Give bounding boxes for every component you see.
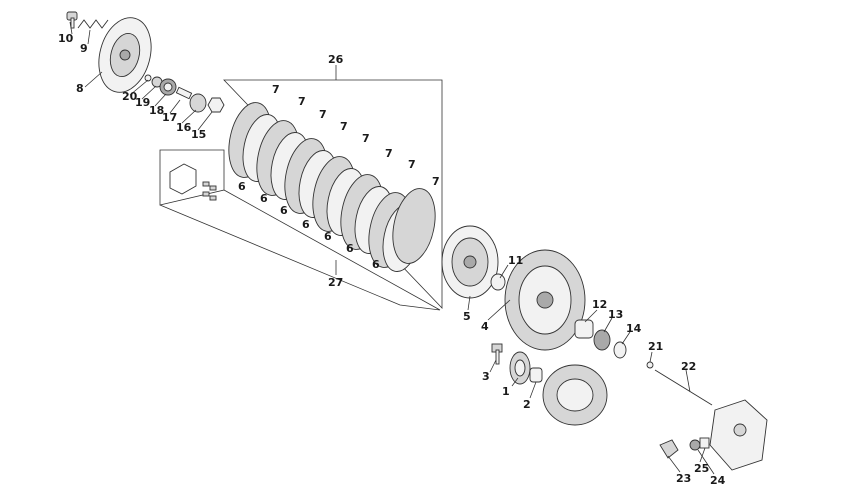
callout-25: 25	[694, 462, 709, 475]
callout-6d: 6	[302, 218, 310, 231]
pressure-plate-8	[98, 17, 152, 93]
crankcase-section	[709, 399, 768, 471]
callout-7d: 7	[340, 120, 348, 133]
callout-7f: 7	[385, 147, 393, 160]
ball-21	[646, 361, 654, 369]
callout-21: 21	[648, 340, 663, 353]
callout-24: 24	[710, 474, 726, 487]
callout-17: 17	[162, 111, 177, 124]
callout-6f: 6	[346, 242, 354, 255]
callout-23: 23	[676, 472, 691, 485]
nut-15	[207, 97, 225, 113]
callout-11: 11	[508, 254, 523, 267]
callout-7b: 7	[298, 95, 306, 108]
callout-7e: 7	[362, 132, 370, 145]
group-27-bracket	[159, 149, 441, 311]
washer-11	[490, 273, 506, 291]
callout-7c: 7	[319, 108, 327, 121]
callout-10: 10	[58, 32, 74, 45]
needle-bearing-13	[593, 329, 611, 351]
callout-20: 20	[122, 90, 138, 103]
rod-17	[175, 86, 193, 100]
bolt-3	[491, 343, 503, 365]
callout-1: 1	[502, 385, 510, 398]
spring-9	[77, 19, 109, 29]
callout-6e: 6	[324, 230, 332, 243]
callout-6a: 6	[238, 180, 246, 193]
callout-9: 9	[80, 42, 88, 55]
clutch-basket-4	[504, 249, 586, 351]
callout-18: 18	[149, 104, 164, 117]
callout-7g: 7	[408, 158, 416, 171]
callout-13: 13	[608, 308, 623, 321]
seal-24	[689, 439, 701, 451]
callouts: 10 9 8 20 19 18 17 16 15 26 7 7 7 7 7 7 …	[58, 32, 726, 487]
callout-5: 5	[463, 310, 471, 323]
callout-4: 4	[481, 320, 489, 333]
callout-14: 14	[626, 322, 642, 335]
callout-8: 8	[76, 82, 84, 95]
gear-1	[509, 351, 531, 385]
callout-2: 2	[523, 398, 531, 411]
bushing-25	[699, 437, 710, 449]
callout-12: 12	[592, 298, 607, 311]
callout-6c: 6	[280, 204, 288, 217]
leader-lines	[69, 21, 715, 475]
callout-15: 15	[191, 128, 206, 141]
bearing-18	[159, 78, 177, 96]
washer-14	[613, 341, 627, 359]
bushing-12	[574, 319, 594, 339]
callout-6g: 6	[372, 258, 380, 271]
lever-23	[659, 439, 679, 459]
gasket-kit	[169, 163, 217, 201]
friction-plate-7	[392, 188, 436, 264]
lifter-16	[189, 93, 207, 113]
primary-gear-housing	[542, 364, 608, 426]
callout-16: 16	[176, 121, 192, 134]
push-rod-22	[654, 369, 713, 406]
callout-27: 27	[328, 276, 343, 289]
callout-6b: 6	[260, 192, 268, 205]
callout-22: 22	[681, 360, 696, 373]
callout-19: 19	[135, 96, 150, 109]
callout-26: 26	[328, 53, 344, 66]
bolt-10	[66, 11, 78, 29]
callout-3: 3	[482, 370, 490, 383]
inner-hub-5	[441, 225, 499, 299]
spacer-2	[529, 367, 543, 383]
callout-7h: 7	[432, 175, 440, 188]
plate-stack	[228, 102, 436, 272]
washer-20	[144, 74, 152, 82]
callout-7a: 7	[272, 83, 280, 96]
